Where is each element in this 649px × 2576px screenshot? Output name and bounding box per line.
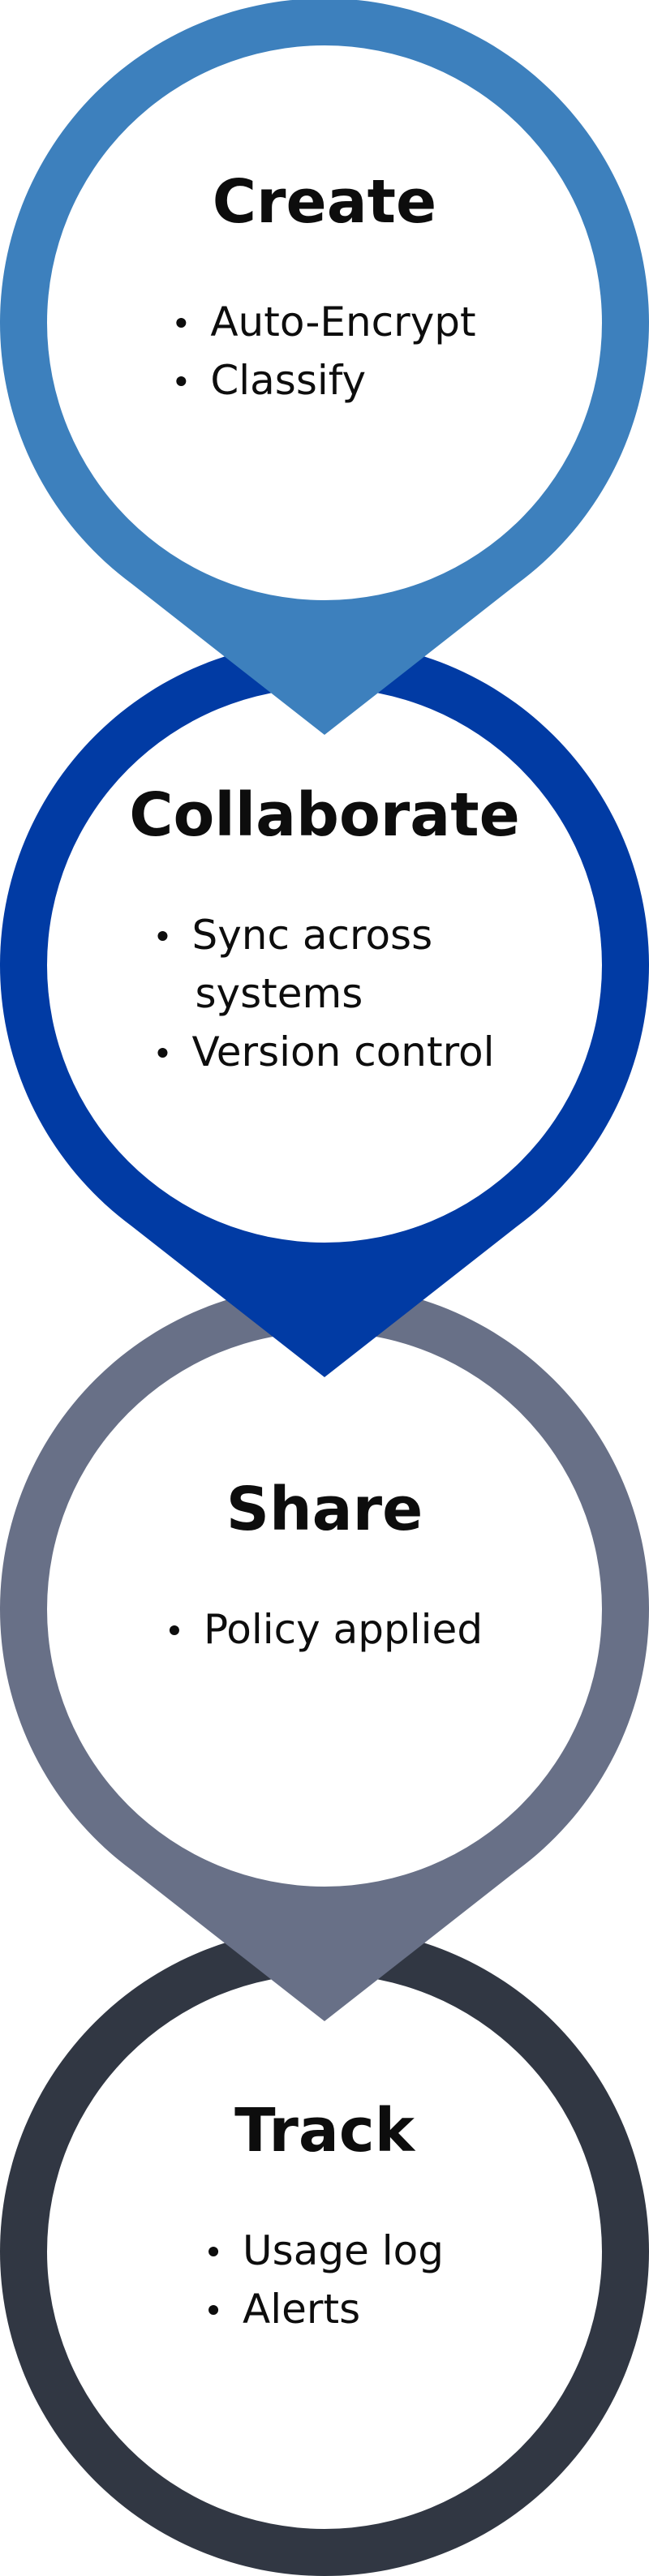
stage-title: Track	[234, 2096, 416, 2166]
bullet-text: Version control	[191, 1028, 494, 1075]
bullet-dot	[157, 1048, 168, 1058]
stage-ring-track	[0, 1927, 649, 2576]
stage-title: Collaborate	[129, 780, 520, 850]
bullet-dot	[176, 376, 187, 386]
ring-center	[47, 688, 602, 1243]
bullet-text: Usage log	[243, 2227, 444, 2274]
stage-ring-share	[0, 1285, 649, 2021]
text-layer: CreateAuto-EncryptClassifyCollaborateSyn…	[129, 167, 520, 2333]
bullet-text: Sync across	[191, 912, 432, 959]
stage-title: Share	[226, 1475, 423, 1544]
bullet-dot	[157, 931, 168, 941]
bullet-dot	[208, 2305, 219, 2315]
ring-center	[47, 1332, 602, 1887]
ring-center	[47, 45, 602, 600]
bullet-text: Alerts	[243, 2286, 360, 2333]
bullet-text: systems	[195, 970, 363, 1017]
stage-ring-create	[0, 0, 649, 735]
bullet-text: Auto-Encrypt	[210, 298, 475, 346]
bullet-text: Classify	[210, 357, 366, 404]
stage-title: Create	[213, 167, 437, 237]
bullet-dot	[176, 318, 187, 328]
bullet-dot	[169, 1625, 179, 1635]
bullet-text: Policy applied	[204, 1606, 483, 1653]
stage-ring-collaborate	[0, 641, 649, 1377]
ring-center	[47, 1974, 602, 2529]
bullet-dot	[208, 2247, 219, 2256]
